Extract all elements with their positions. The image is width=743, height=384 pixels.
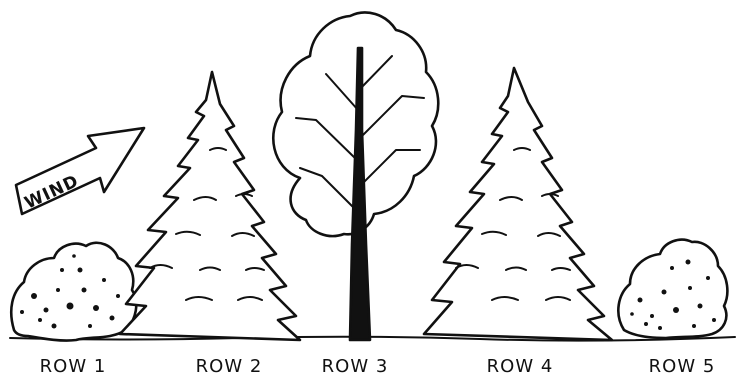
row-1-shrub [11,243,136,341]
row-2-label: ROW 2 [196,356,263,377]
row-3-tree [273,12,438,340]
wind-arrow: WIND [16,128,144,214]
row-4-conifer [424,68,612,340]
ground-line [10,337,735,341]
row-1-label: ROW 1 [40,356,107,377]
row-2-conifer [120,72,300,340]
row-4-label: ROW 4 [487,356,554,377]
row-3-label: ROW 3 [322,356,389,377]
row-5-label: ROW 5 [649,356,716,377]
row-5-shrub [618,240,727,338]
